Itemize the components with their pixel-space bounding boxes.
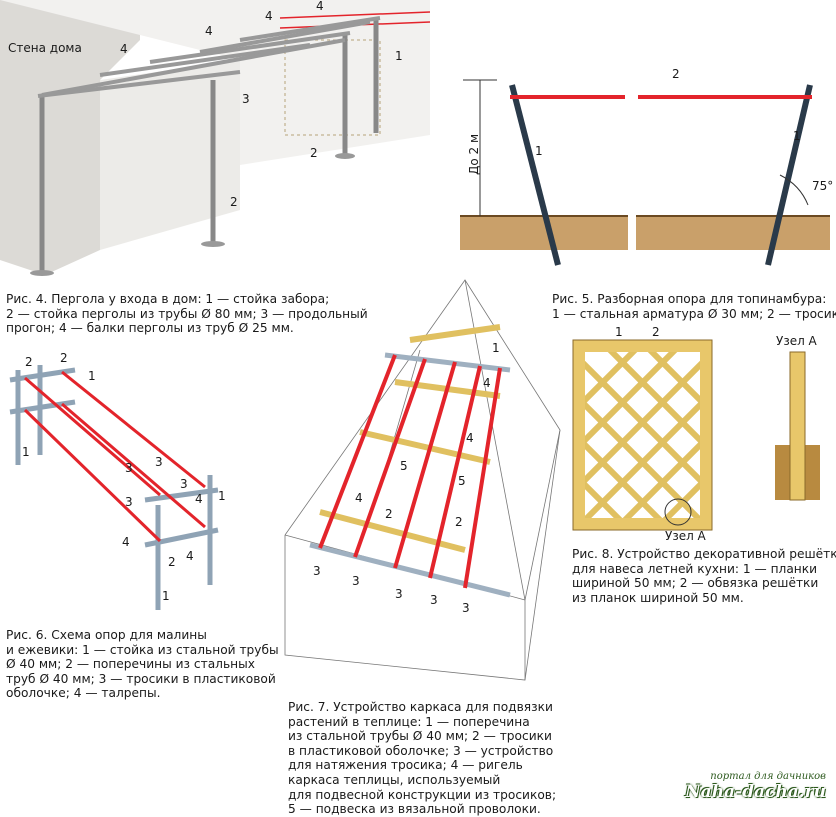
node-a-title: Узел А [776,334,818,348]
angle-label: 75° [812,179,833,193]
caption-line: для подвесной конструкции из тросиков; [288,787,557,802]
label-4: 4 [186,549,194,563]
caption-line: 2 — стойка перголы из трубы Ø 80 мм; 3 —… [6,306,368,321]
label-2: 2 [310,146,318,160]
label-1: 1 [793,129,801,143]
label-1: 1 [492,341,500,355]
caption-line: Рис. 6. Схема опор для малины [6,628,207,642]
label-5: 5 [400,459,408,473]
label-2: 2 [60,351,68,365]
height-label: До 2 м [467,134,481,175]
label-1: 1 [535,144,543,158]
caption-line: для натяжения тросика; 4 — ригель [288,758,523,773]
label-4: 4 [466,431,474,445]
caption-line: 1 — стальная арматура Ø 30 мм; 2 — троси… [552,306,836,321]
label-4: 4 [120,42,128,56]
label-5: 5 [458,474,466,488]
label-4: 4 [265,9,273,23]
label-4: 4 [195,492,203,506]
label-2: 2 [385,507,393,521]
caption-line: шириной 50 мм; 2 — обвязка решётки [572,576,819,591]
label-3: 3 [352,574,360,588]
label-4: 4 [205,24,213,38]
caption-line: Рис. 4. Пергола у входа в дом: 1 — стойк… [6,292,330,306]
caption-line: в пластиковой оболочке; 3 — устройство [288,743,554,758]
label-2: 2 [230,195,238,209]
label-3: 3 [313,564,321,578]
label-2: 2 [25,355,33,369]
caption-line: Рис. 8. Устройство декоративной решётки [572,547,836,561]
label-3: 3 [430,593,438,607]
label-1: 1 [218,489,226,503]
caption-line: Рис. 7. Устройство каркаса для подвязки [288,700,553,714]
caption-line: Ø 40 мм; 2 — поперечины из стальных [6,657,255,672]
label-1: 1 [162,589,170,603]
label-1: 1 [22,445,30,459]
label-3: 3 [125,495,133,509]
label-1: 1 [615,325,623,339]
label-1: 1 [395,49,403,63]
caption-line: оболочке; 4 — талрепы. [6,686,161,701]
label-2: 2 [672,67,680,81]
caption-line: и ежевики: 1 — стойка из стальной трубы [6,642,279,657]
label-2: 2 [168,555,176,569]
label-3: 3 [125,461,133,475]
wall-label: Стена дома [8,41,82,55]
label-4: 4 [316,0,324,13]
label-4: 4 [122,535,130,549]
label-2: 2 [455,515,463,529]
caption-line: Рис. 5. Разборная опора для топинамбура: [552,292,827,306]
label-3: 3 [242,92,250,106]
label-3: 3 [462,601,470,615]
label-3: 3 [395,587,403,601]
figure-4-caption: Рис. 4. Пергола у входа в дом: 1 — стойк… [6,292,368,336]
label-3: 3 [155,455,163,469]
node-a-label: Узел А [665,529,707,543]
watermark: портал для дачников Naha-dacha.ru [685,771,826,802]
caption-line: для навеса летней кухни: 1 — планки [572,561,818,576]
label-3: 3 [180,477,188,491]
label-2: 2 [652,325,660,339]
figure-6-caption: Рис. 6. Схема опор для малины и ежевики:… [6,628,279,701]
caption-line: из стальной трубы Ø 40 мм; 2 — тросики [288,729,552,744]
figure-8-caption: Рис. 8. Устройство декоративной решётки … [572,547,836,605]
caption-line: из планок шириной 50 мм. [572,590,744,605]
watermark-sub: портал для дачников [710,771,826,782]
caption-line: прогон; 4 — балки перголы из труб Ø 25 м… [6,321,294,336]
figure-5-caption: Рис. 5. Разборная опора для топинамбура:… [552,292,836,321]
caption-line: каркаса теплицы, используемый [288,772,501,787]
label-4: 4 [355,491,363,505]
watermark-site: Naha-dacha.ru [685,782,826,802]
label-4: 4 [483,376,491,390]
label-1: 1 [88,369,96,383]
caption-line: растений в теплице: 1 — поперечина [288,714,530,729]
caption-line: труб Ø 40 мм; 3 — тросики в пластиковой [6,671,276,686]
figure-7-caption: Рис. 7. Устройство каркаса для подвязки … [288,700,556,817]
